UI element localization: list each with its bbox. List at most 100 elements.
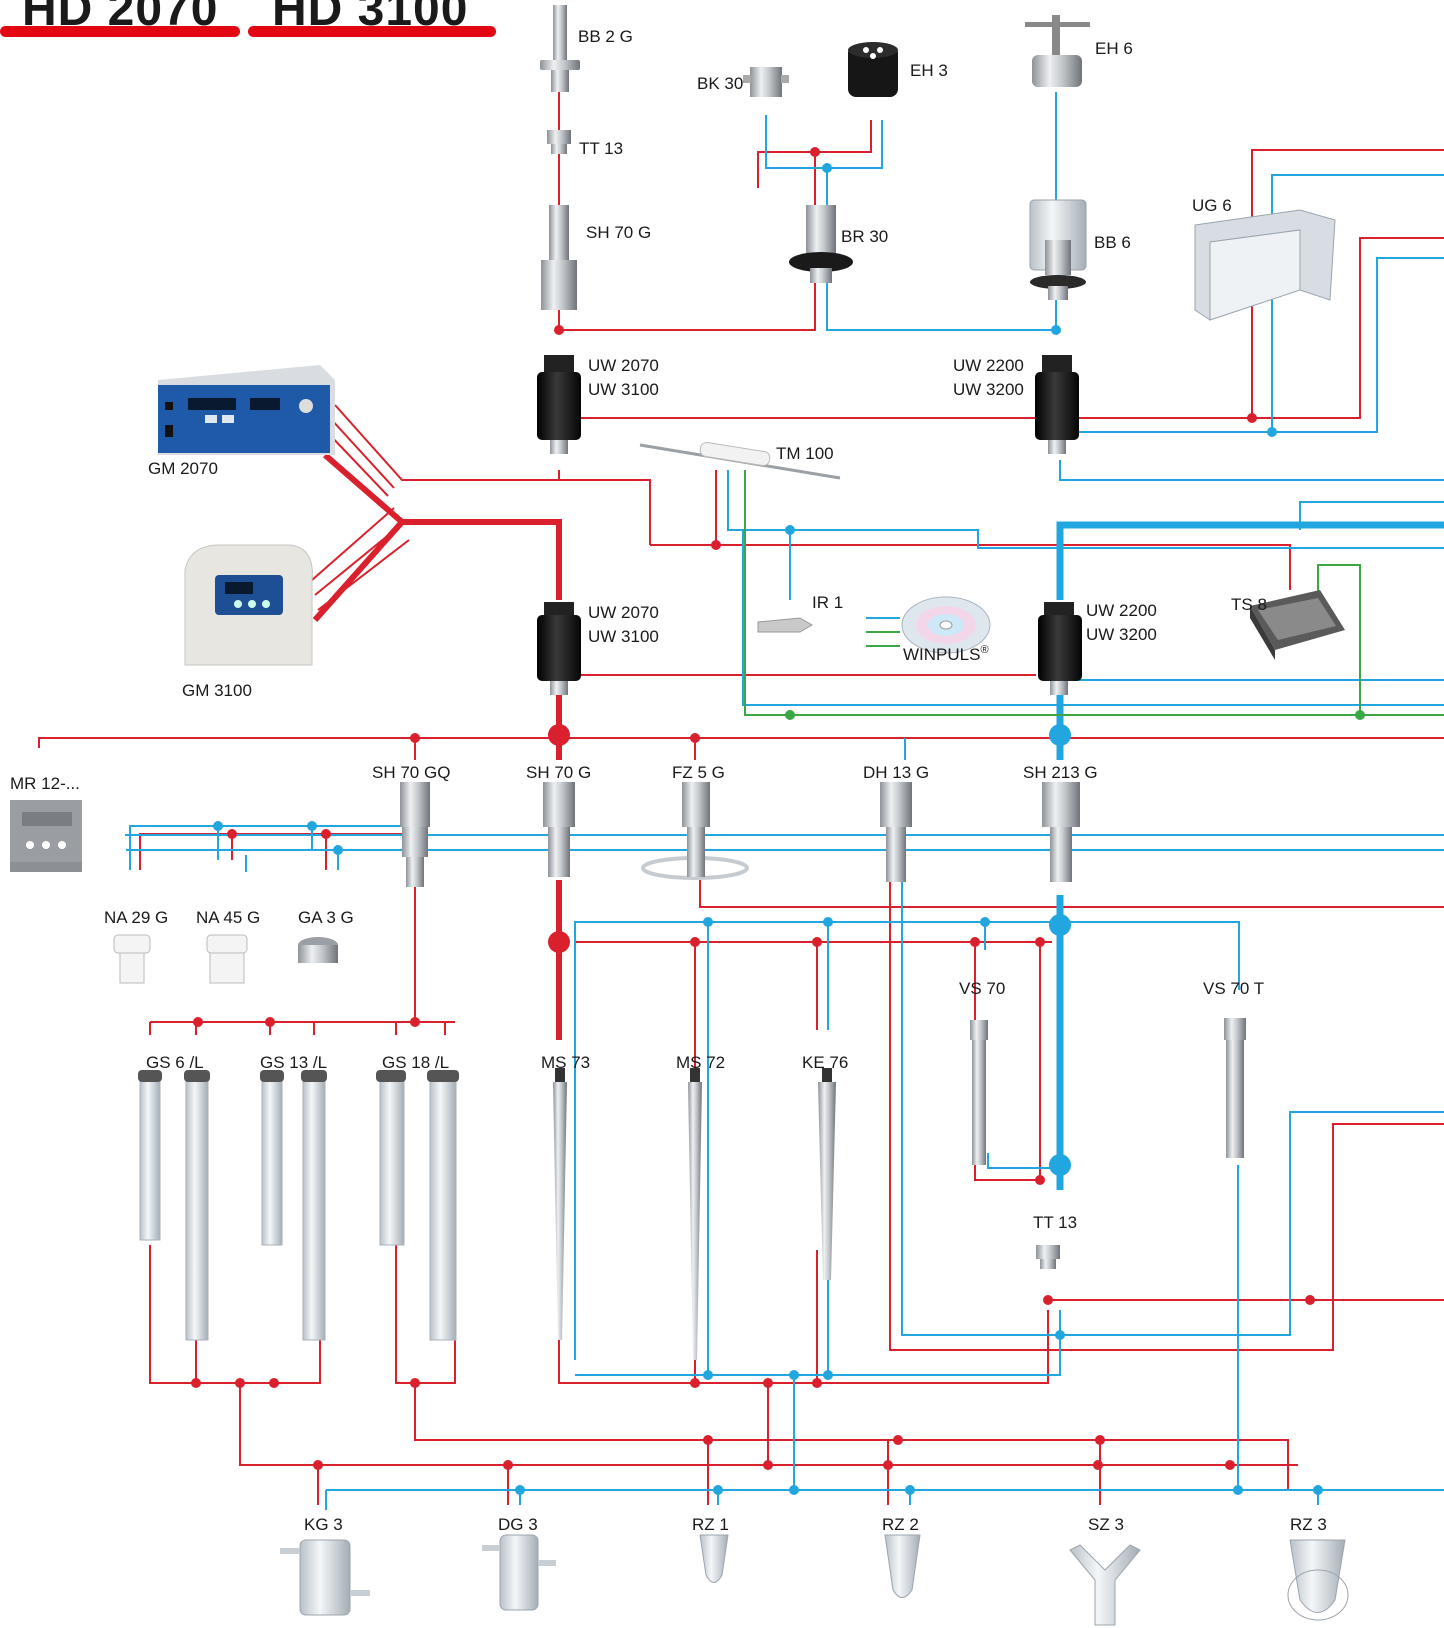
label-ms72: MS 72 <box>676 1053 725 1072</box>
winpuls-cd-image <box>901 596 991 654</box>
red-junction-dots <box>191 147 1315 1470</box>
label-tt13-low: TT 13 <box>1033 1213 1077 1232</box>
label-ke76: KE 76 <box>802 1053 848 1072</box>
label-dh13g: DH 13 G <box>863 763 929 782</box>
red-controller-lines <box>311 404 560 611</box>
rz2-image <box>884 1534 921 1598</box>
red-large-dots <box>548 724 570 953</box>
gm3100-image <box>184 544 313 666</box>
label-vs70t: VS 70 T <box>1203 979 1264 998</box>
label-sh70g-top: SH 70 G <box>586 223 651 242</box>
label-sh70gq: SH 70 GQ <box>372 763 450 782</box>
vs70t-image <box>1224 1018 1246 1158</box>
label-ts8: TS 8 <box>1231 595 1267 614</box>
title-underline-right <box>248 26 496 37</box>
sh213g-image <box>1042 782 1080 882</box>
label-rz3: RZ 3 <box>1290 1515 1327 1534</box>
label-uw2200-top: UW 2200 <box>953 356 1024 375</box>
ug6-image <box>1194 209 1336 321</box>
tt13-top-image <box>547 130 571 154</box>
label-uw2070-top: UW 2070 <box>588 356 659 375</box>
rz1-image <box>699 1534 729 1583</box>
red-controller-heavy <box>312 452 562 622</box>
label-kg3: KG 3 <box>304 1515 343 1534</box>
uw2200-top-image <box>1035 355 1079 454</box>
label-vs70: VS 70 <box>959 979 1005 998</box>
ke76-image <box>818 1068 836 1280</box>
bk30-image <box>743 67 789 97</box>
label-ms73: MS 73 <box>541 1053 590 1072</box>
label-gs13l: GS 13 /L <box>260 1053 327 1072</box>
uw2070-mid-image <box>537 602 581 695</box>
label-gs6l: GS 6 /L <box>146 1053 204 1072</box>
blue-junction-dots <box>213 163 1323 1495</box>
gs-tubes-image <box>138 1070 459 1341</box>
sh70g-top-image <box>541 205 577 310</box>
label-uw3100-top: UW 3100 <box>588 380 659 399</box>
blue-connections <box>125 92 1444 1510</box>
label-dg3: DG 3 <box>498 1515 538 1534</box>
green-junction-dots <box>785 710 1365 720</box>
label-bb2g: BB 2 G <box>578 27 633 46</box>
label-uw3200-mid: UW 3200 <box>1086 625 1157 644</box>
uw2200-mid-image <box>1038 602 1082 695</box>
ga3g-image <box>298 937 338 963</box>
label-bk30: BK 30 <box>697 74 743 93</box>
labels: BB 2 G TT 13 SH 70 G BK 30 EH 3 BR 30 EH… <box>10 27 1327 1534</box>
winpuls-registered: ® <box>980 644 988 656</box>
sh70gq-image <box>400 782 430 887</box>
br30-image <box>789 205 853 283</box>
ts8-image <box>1250 590 1345 660</box>
label-sz3: SZ 3 <box>1088 1515 1124 1534</box>
label-rz2: RZ 2 <box>882 1515 919 1534</box>
mr12-image <box>10 800 82 872</box>
label-tt13-top: TT 13 <box>579 139 623 158</box>
dh13g-image <box>880 782 912 882</box>
kg3-image <box>280 1539 370 1616</box>
label-mr12: MR 12-... <box>10 774 80 793</box>
sh70g-mid-image <box>543 782 575 877</box>
label-na29g: NA 29 G <box>104 908 168 927</box>
label-ga3g: GA 3 G <box>298 908 354 927</box>
label-tm100: TM 100 <box>776 444 834 463</box>
tm100-image <box>639 441 841 480</box>
label-sh70g-mid: SH 70 G <box>526 763 591 782</box>
ms72-image <box>688 1068 702 1360</box>
eh3-image <box>848 42 898 97</box>
label-ir1: IR 1 <box>812 593 843 612</box>
ms73-image <box>553 1068 567 1340</box>
green-connections <box>744 470 1444 716</box>
sz3-image <box>1069 1544 1141 1626</box>
blue-large-dots <box>1049 724 1071 1176</box>
label-eh6: EH 6 <box>1095 39 1133 58</box>
label-sh213g: SH 213 G <box>1023 763 1098 782</box>
label-winpuls: WINPULS® <box>903 644 989 664</box>
title-underline-left <box>0 26 240 37</box>
tt13-low-image <box>1036 1245 1060 1269</box>
label-bb6: BB 6 <box>1094 233 1131 252</box>
label-uw2070-mid: UW 2070 <box>588 603 659 622</box>
label-ug6: UG 6 <box>1192 196 1232 215</box>
vs70-image <box>970 1020 988 1165</box>
uw2070-top-image <box>537 355 581 454</box>
bb6-image <box>1029 199 1087 300</box>
label-na45g: NA 45 G <box>196 908 260 927</box>
label-uw3200-top: UW 3200 <box>953 380 1024 399</box>
bb2g-image <box>540 5 580 92</box>
gm2070-image <box>158 365 335 455</box>
fz5g-image <box>641 782 749 880</box>
label-gm2070: GM 2070 <box>148 459 218 478</box>
label-uw2200-mid: UW 2200 <box>1086 601 1157 620</box>
label-fz5g: FZ 5 G <box>672 763 725 782</box>
na45g-image <box>206 934 248 984</box>
label-eh3: EH 3 <box>910 61 948 80</box>
label-rz1: RZ 1 <box>692 1515 729 1534</box>
rz3-image <box>1287 1539 1349 1621</box>
label-uw3100-mid: UW 3100 <box>588 627 659 646</box>
label-gs18l: GS 18 /L <box>382 1053 449 1072</box>
ir1-image <box>757 617 813 633</box>
eh6-image <box>1025 15 1090 87</box>
na29g-image <box>113 934 151 984</box>
label-br30: BR 30 <box>841 227 888 246</box>
